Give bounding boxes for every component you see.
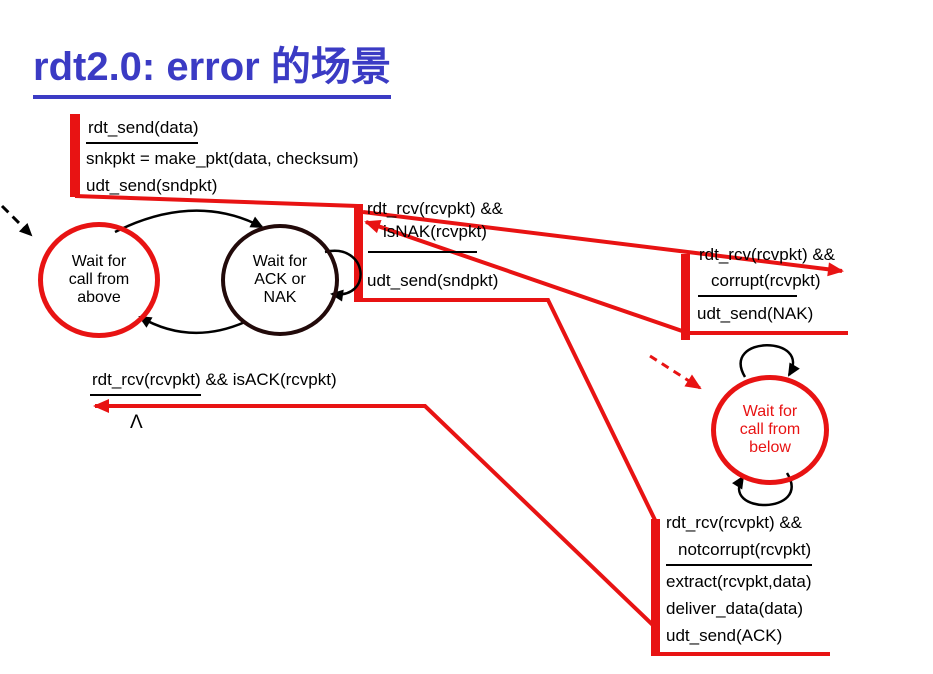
notcorrupt-action3-label: udt_send(ACK) bbox=[666, 626, 783, 645]
isnak-event-line2-label: isNAK(rcvpkt) bbox=[383, 222, 487, 241]
state-wait-call-from-above: Wait for call from above bbox=[38, 222, 160, 338]
corrupt-event-line2-label: corrupt(rcvpkt) bbox=[711, 271, 821, 290]
corrupt-action-label: udt_send(NAK) bbox=[697, 304, 814, 323]
receiver-notcorrupt-bar bbox=[651, 519, 660, 656]
send-action2-label: udt_send(sndpkt) bbox=[86, 176, 218, 195]
sender-return-transition-arc bbox=[138, 315, 246, 335]
receiver-bottom-self-loop bbox=[732, 472, 793, 507]
receiver-top-self-loop bbox=[739, 344, 800, 378]
isack-action-lambda-label: Λ bbox=[130, 412, 143, 433]
state-wait-call-from-below-label: Wait for call from below bbox=[739, 403, 801, 456]
isack-event-label: rdt_rcv(rcvpkt) && isACK(rcvpkt) bbox=[92, 370, 337, 389]
receiver-corrupt-bar bbox=[681, 254, 690, 340]
isnak-action-label: udt_send(sndpkt) bbox=[367, 271, 499, 290]
corrupt-event-line1-label: rdt_rcv(rcvpkt) && bbox=[699, 245, 836, 264]
receiver-initial-state-dashed-arrow bbox=[649, 354, 702, 390]
corrupted-packet-arrow bbox=[362, 210, 844, 277]
notcorrupt-action1-label: extract(rcvpkt,data) bbox=[666, 572, 812, 591]
sender-send-bar bbox=[70, 114, 80, 197]
sender-isnak-bar bbox=[354, 204, 363, 302]
retransmit-line bbox=[357, 298, 657, 521]
send-event-label: rdt_send(data) bbox=[88, 118, 199, 137]
state-wait-ack-or-nak-label: Wait for ACK or NAK bbox=[252, 253, 308, 306]
nak-return-line bbox=[364, 219, 848, 335]
sender-initial-state-dashed-arrow bbox=[0, 204, 33, 237]
notcorrupt-event-line1-label: rdt_rcv(rcvpkt) && bbox=[666, 513, 803, 532]
sender-nak-self-loop bbox=[324, 249, 362, 302]
packet-send-line bbox=[74, 194, 359, 208]
notcorrupt-event-line2-label: notcorrupt(rcvpkt) bbox=[678, 540, 812, 559]
state-wait-ack-or-nak: Wait for ACK or NAK bbox=[221, 224, 339, 336]
isnak-event-line1-label: rdt_rcv(rcvpkt) && bbox=[367, 199, 504, 218]
page-title: rdt2.0: error 的场景 bbox=[33, 34, 391, 99]
notcorrupt-action2-label: deliver_data(data) bbox=[666, 599, 804, 618]
send-action1-label: snkpkt = make_pkt(data, checksum) bbox=[86, 149, 359, 168]
ack-return-arrow bbox=[93, 399, 660, 632]
state-wait-call-from-above-label: Wait for call from above bbox=[68, 253, 130, 306]
state-wait-call-from-below: Wait for call from below bbox=[711, 375, 829, 485]
sender-forward-transition-arc bbox=[114, 209, 264, 234]
